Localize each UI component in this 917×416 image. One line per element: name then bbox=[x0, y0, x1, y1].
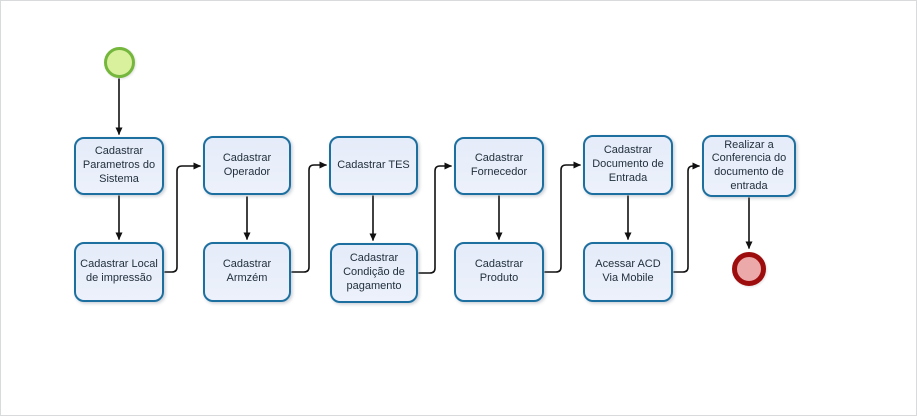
task-label: Cadastrar TES bbox=[337, 158, 410, 171]
task-cadastrar-operador[interactable]: Cadastrar Operador bbox=[203, 136, 291, 195]
task-label: Cadastrar Parametros do Sistema bbox=[82, 145, 156, 185]
task-label: Cadastrar Condição de pagamento bbox=[343, 252, 405, 292]
task-cadastrar-local-de-impressao[interactable]: Cadastrar Local de impressão bbox=[74, 242, 164, 302]
task-cadastrar-armzem[interactable]: Cadastrar Armzém bbox=[203, 242, 291, 302]
task-cadastrar-fornecedor[interactable]: Cadastrar Fornecedor bbox=[454, 137, 544, 195]
task-label: Cadastrar Produto bbox=[474, 258, 524, 284]
task-label: Cadastrar Armzém bbox=[222, 258, 272, 284]
connector-condicao-pagamento-to-fornecedor bbox=[418, 162, 452, 274]
task-cadastrar-documento-de-entrada[interactable]: Cadastrar Documento de Entrada bbox=[583, 135, 673, 195]
task-cadastrar-produto[interactable]: Cadastrar Produto bbox=[454, 242, 544, 302]
end-event-icon[interactable] bbox=[732, 252, 766, 286]
task-label: Cadastrar Operador bbox=[222, 151, 272, 178]
task-label: Cadastrar Documento de Entrada bbox=[592, 144, 664, 184]
task-label: Cadastrar Fornecedor bbox=[470, 152, 528, 178]
task-label: Acessar ACD Via Mobile bbox=[595, 258, 661, 284]
start-event-icon[interactable] bbox=[104, 47, 135, 78]
task-cadastrar-parametros-do-sistema[interactable]: Cadastrar Parametros do Sistema bbox=[74, 137, 164, 195]
task-label: Cadastrar Local de impressão bbox=[80, 258, 158, 284]
task-cadastrar-tes[interactable]: Cadastrar TES bbox=[329, 136, 418, 195]
connector-acd-to-conferencia bbox=[673, 162, 700, 273]
connector-produto-to-documento-entrada bbox=[544, 161, 581, 273]
task-cadastrar-condicao-de-pagamento[interactable]: Cadastrar Condição de pagamento bbox=[330, 243, 418, 303]
connector-local-impressao-to-operador bbox=[164, 162, 201, 273]
task-acessar-acd-via-mobile[interactable]: Acessar ACD Via Mobile bbox=[583, 242, 673, 302]
task-label: Realizar a Conferencia do documento de e… bbox=[711, 138, 787, 192]
connector-armzem-to-tes bbox=[291, 161, 327, 273]
task-realizar-conferencia-documento-entrada[interactable]: Realizar a Conferencia do documento de e… bbox=[702, 135, 796, 197]
